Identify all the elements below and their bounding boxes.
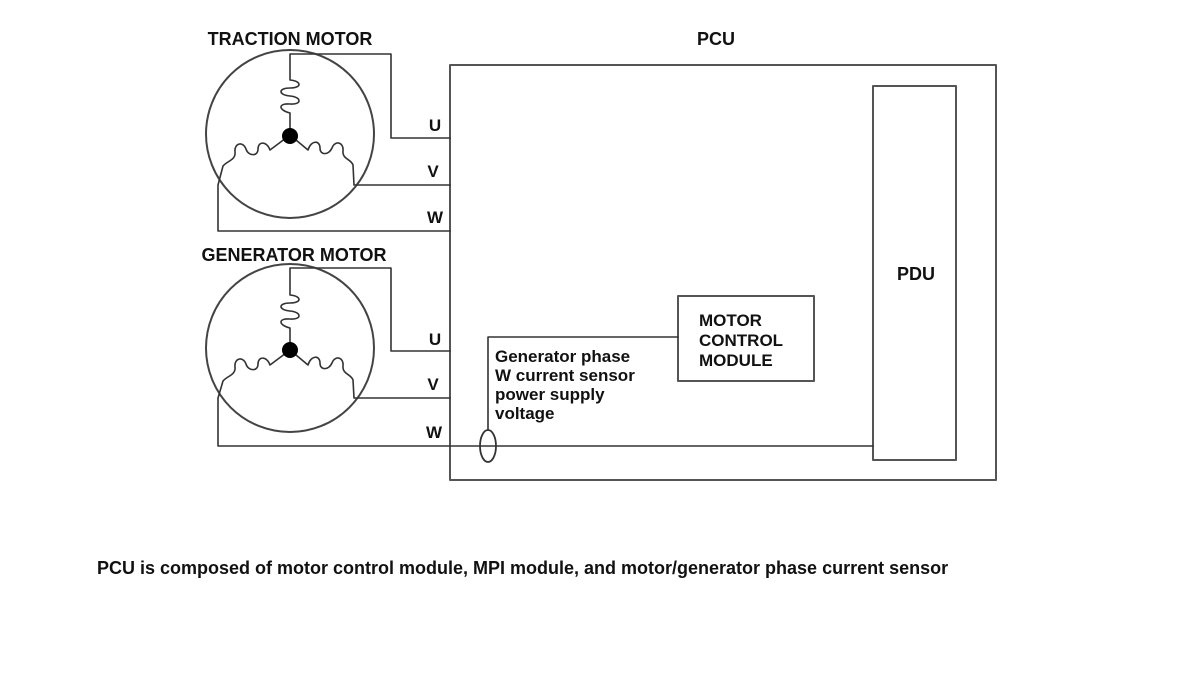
caption: PCU is composed of motor control module,… xyxy=(97,558,948,578)
traction-neutral-node xyxy=(282,128,298,144)
traction-phase-w-label: W xyxy=(427,208,444,227)
pcu-box xyxy=(449,64,997,481)
generator-winding-w xyxy=(217,349,874,447)
sensor-text-line-3: power supply xyxy=(495,385,605,404)
traction-winding-v xyxy=(289,134,451,186)
pcu-title: PCU xyxy=(697,29,735,49)
motor-control-module-line-2: CONTROL xyxy=(699,331,783,350)
pdu-label: PDU xyxy=(897,264,935,284)
motor-control-module-line-1: MOTOR xyxy=(699,311,762,330)
generator-phase-u-label: U xyxy=(429,330,441,349)
traction-motor-housing xyxy=(205,49,375,219)
sensor-supply-wire xyxy=(487,336,679,431)
motor-control-module-box xyxy=(677,295,815,382)
generator-motor-housing xyxy=(205,263,375,433)
sensor-description: Generator phase W current sensor power s… xyxy=(495,347,635,423)
generator-winding-u xyxy=(280,267,451,352)
pdu-box xyxy=(872,85,957,461)
traction-winding-w xyxy=(217,134,451,232)
traction-motor-title: TRACTION MOTOR xyxy=(208,29,373,49)
sensor-text-line-1: Generator phase xyxy=(495,347,630,366)
traction-motor xyxy=(205,49,451,232)
generator-phase-w-label: W xyxy=(426,423,443,442)
generator-neutral-node xyxy=(282,342,298,358)
traction-winding-u xyxy=(280,53,451,139)
generator-motor xyxy=(205,263,874,447)
generator-phase-v-label: V xyxy=(427,375,439,394)
generator-winding-v xyxy=(289,349,451,399)
sensor-text-line-2: W current sensor xyxy=(495,366,635,385)
traction-phase-u-label: U xyxy=(429,116,441,135)
traction-phase-v-label: V xyxy=(427,162,439,181)
motor-control-module-line-3: MODULE xyxy=(699,351,773,370)
generator-motor-title: GENERATOR MOTOR xyxy=(201,245,386,265)
motor-control-module-label: MOTOR CONTROL MODULE xyxy=(699,311,783,370)
sensor-text-line-4: voltage xyxy=(495,404,555,423)
